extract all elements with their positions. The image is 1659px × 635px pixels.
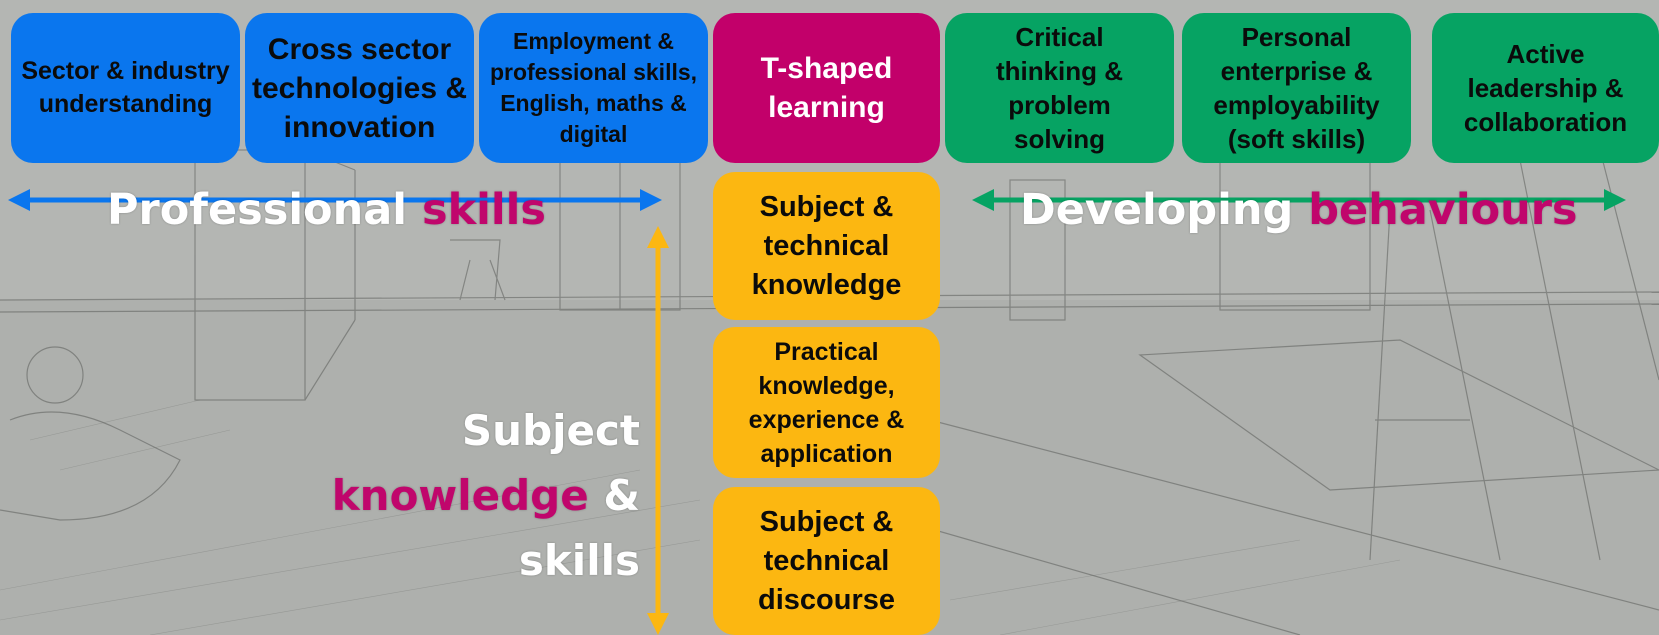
active-leadership-box: Active leadership & collaboration: [1432, 13, 1659, 163]
behaviours-word: behaviours: [1308, 185, 1578, 235]
knowledge-line: knowledge &: [330, 463, 640, 528]
professional-word: Professional: [107, 185, 407, 235]
cross-sector-technologies-box: Cross sector technologies & innovation: [245, 13, 474, 163]
subject-knowledge-skills-heading: Subject knowledge & skills: [330, 398, 640, 593]
skills-line: skills: [518, 536, 640, 585]
professional-skills-arrow: [8, 189, 662, 211]
ampersand-word: &: [603, 471, 640, 520]
subject-knowledge-arrow: [647, 226, 669, 635]
developing-behaviours-arrow: [972, 189, 1626, 211]
critical-thinking-box: Critical thinking & problem solving: [945, 13, 1174, 163]
t-shaped-learning-label: T-shaped learning: [760, 52, 893, 124]
critical-thinking-label: Critical thinking & problem solving: [995, 22, 1124, 154]
skills-word: skills: [421, 185, 546, 235]
sector-industry-understanding-label: Sector & industry understanding: [21, 57, 230, 118]
sector-industry-understanding-box: Sector & industry understanding: [11, 13, 240, 163]
knowledge-word: knowledge: [331, 471, 589, 520]
subject-technical-discourse-box: Subject & technical discourse: [713, 487, 940, 635]
developing-word: Developing: [1020, 185, 1294, 235]
practical-knowledge-box: Practical knowledge, experience & applic…: [713, 327, 940, 478]
subject-technical-knowledge-box: Subject & technical knowledge: [713, 172, 940, 320]
employment-professional-skills-label: Employment & professional skills, Englis…: [489, 28, 698, 147]
employment-professional-skills-box: Employment & professional skills, Englis…: [479, 13, 708, 163]
personal-enterprise-box: Personal enterprise & employability (sof…: [1182, 13, 1411, 163]
personal-enterprise-label: Personal enterprise & employability (sof…: [1213, 22, 1380, 154]
subject-technical-knowledge-label: Subject & technical knowledge: [751, 190, 902, 301]
professional-skills-heading: Professional skills: [107, 184, 546, 236]
practical-knowledge-label: Practical knowledge, experience & applic…: [748, 337, 905, 468]
subject-line: Subject: [461, 406, 640, 455]
developing-behaviours-heading: Developing behaviours: [1020, 184, 1578, 236]
cross-sector-technologies-label: Cross sector technologies & innovation: [251, 32, 468, 144]
t-shaped-learning-box: T-shaped learning: [713, 13, 940, 163]
active-leadership-label: Active leadership & collaboration: [1463, 39, 1628, 137]
subject-technical-discourse-label: Subject & technical discourse: [758, 505, 895, 616]
